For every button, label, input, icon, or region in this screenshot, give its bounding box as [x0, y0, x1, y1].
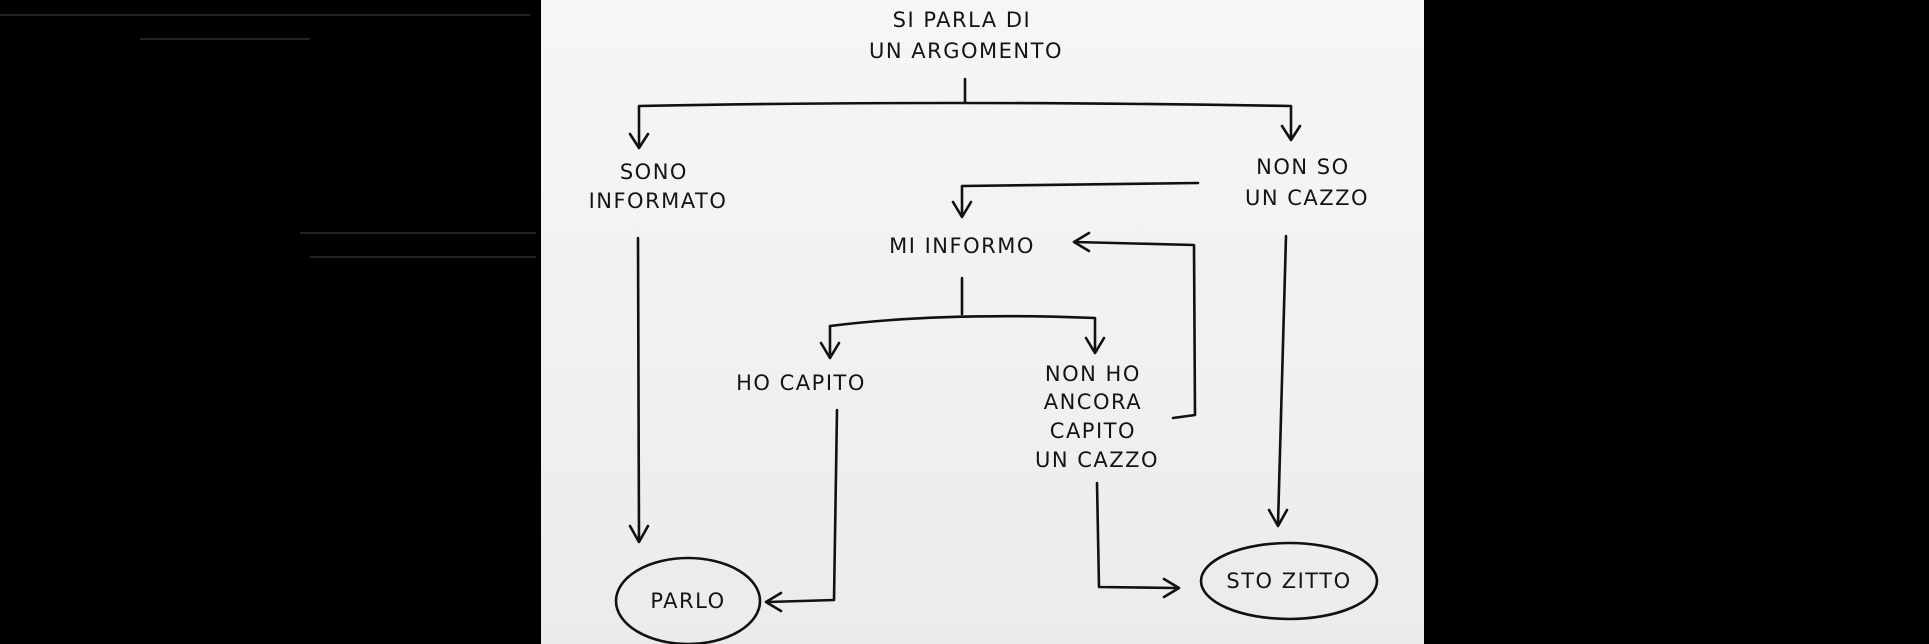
arrowhead-to-not-yet: [1084, 336, 1106, 355]
connector-inform-split: [828, 276, 1097, 357]
connector-not-yet-silent: [1095, 481, 1179, 590]
arrowhead-to-silent-top: [1267, 508, 1289, 528]
node-silent: STO ZITTO: [1226, 569, 1351, 593]
scan-artifact: [300, 232, 536, 234]
connector-not-yet-loop: [1073, 240, 1197, 420]
scan-artifact: [0, 14, 530, 16]
connector-clueless-inform: [960, 181, 1200, 217]
arrowhead-to-speak: [628, 524, 650, 544]
arrowhead-to-inform-loop: [1072, 231, 1091, 253]
arrowhead-to-speak-side: [764, 591, 783, 613]
node-topic: SI PARLA DI UN ARGOMENTO: [869, 8, 1063, 63]
node-clueless: NON SO UN CAZZO: [1245, 155, 1369, 210]
node-understood: HO CAPITO: [736, 371, 866, 395]
node-silent-ellipse: [1199, 541, 1379, 621]
node-inform: MI INFORMO: [889, 234, 1035, 258]
connector-informed-speak: [636, 236, 641, 542]
connector-understood-speak: [766, 408, 839, 604]
scan-artifact: [310, 256, 536, 258]
arrowhead-to-informed: [628, 132, 650, 150]
node-speak-ellipse: [614, 556, 762, 644]
flowchart: SI PARLA DI UN ARGOMENTO SONO INFORMATO …: [589, 8, 1379, 644]
paper-sheet: SI PARLA DI UN ARGOMENTO SONO INFORMATO …: [541, 0, 1424, 644]
scan-artifact: [140, 38, 310, 40]
connector-clueless-silent: [1276, 234, 1288, 526]
node-not-yet: NON HO ANCORA CAPITO UN CAZZO: [1035, 362, 1159, 472]
connector-topic-split: [637, 77, 1293, 148]
arrowhead-to-inform: [951, 200, 973, 219]
arrowhead-to-silent-side: [1162, 577, 1181, 599]
node-informed: SONO INFORMATO: [589, 160, 728, 213]
node-speak: PARLO: [650, 589, 725, 613]
arrowhead-to-clueless: [1280, 124, 1302, 142]
arrowhead-to-understood: [819, 341, 841, 360]
